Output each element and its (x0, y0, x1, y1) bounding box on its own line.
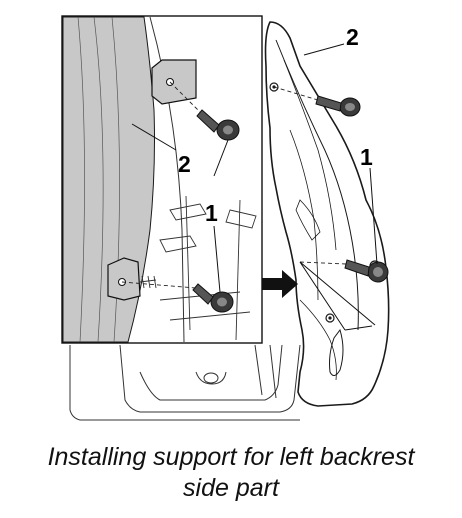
outer-screw-right (344, 259, 389, 283)
callout-2-inset: 2 (178, 151, 191, 177)
inset-mechanism (139, 195, 257, 341)
figure-caption: Installing support for left backrest sid… (0, 442, 462, 504)
caption-line-2: side part (183, 474, 279, 502)
outer-leader-lines (299, 43, 378, 331)
callout-2-outer: 2 (346, 24, 359, 50)
direction-arrow (262, 270, 298, 298)
detail-inset (61, 15, 263, 344)
outer-alignment-lines (273, 86, 347, 265)
installation-diagram: 2 1 2 1 (61, 15, 390, 421)
inset-leader-lines (131, 123, 229, 293)
caption-line-1: Installing support for left backrest (47, 443, 415, 471)
background-frame (69, 344, 301, 421)
callout-1-inset: 1 (205, 200, 218, 226)
backrest-side-part (264, 21, 390, 407)
inset-alignment-lines (121, 81, 201, 289)
inset-screw-bottom (192, 283, 234, 313)
inset-screw-top (196, 109, 240, 141)
side-part-body (264, 21, 390, 407)
inset-bracket-top (151, 59, 197, 105)
outer-screw-top (315, 95, 361, 117)
inset-bracket-bottom (107, 257, 141, 301)
callout-1-outer: 1 (360, 144, 373, 170)
